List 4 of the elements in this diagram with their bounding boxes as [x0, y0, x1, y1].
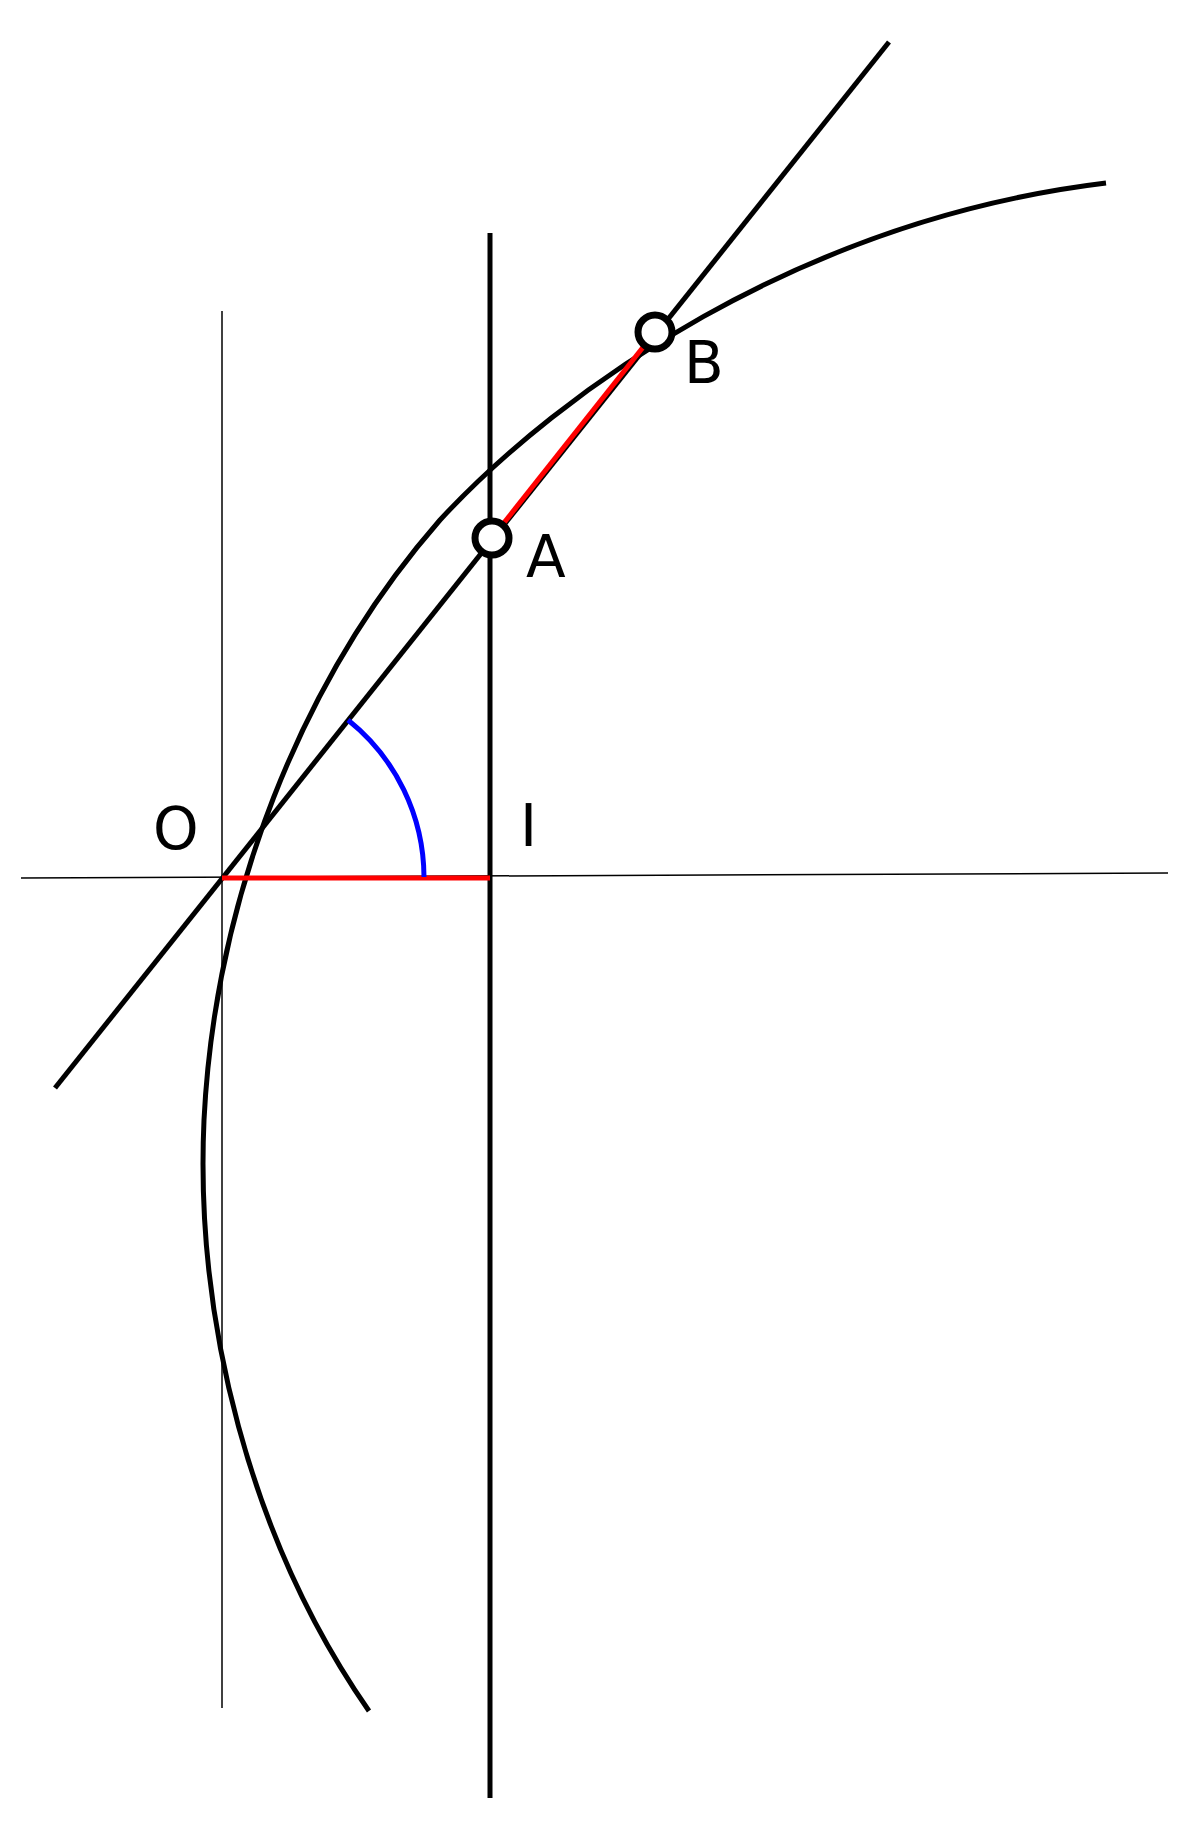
point-label: B [684, 334, 724, 392]
point-label: O [153, 800, 199, 858]
point-label: A [526, 528, 566, 586]
point-label: I [520, 797, 538, 855]
